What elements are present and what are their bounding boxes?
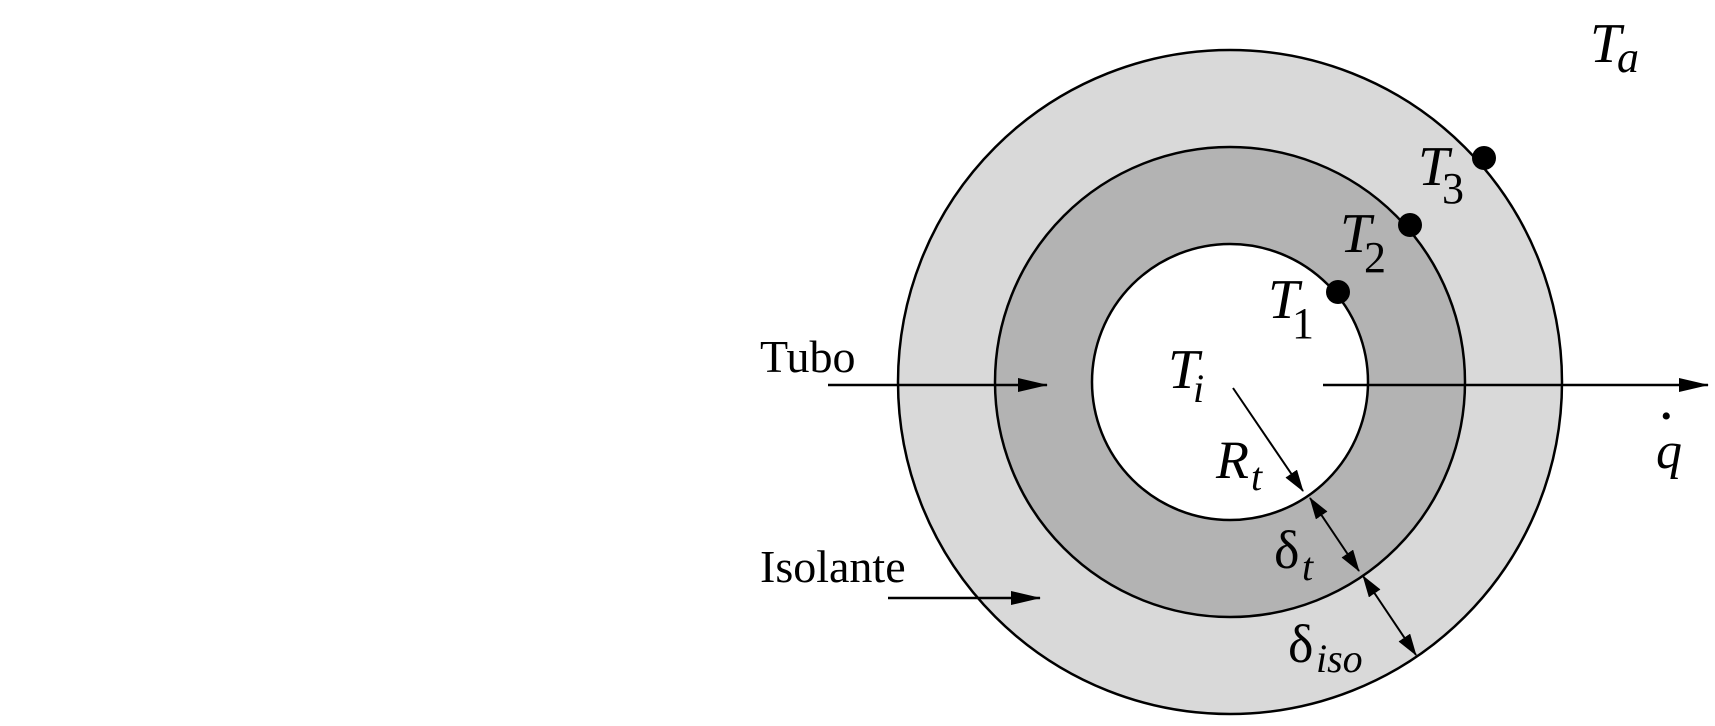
ti-label: T [1168, 339, 1203, 401]
rt-subscript: t [1251, 454, 1263, 499]
t2-subscript: 2 [1364, 233, 1386, 282]
ti-subscript: i [1193, 366, 1204, 411]
t2-point [1398, 213, 1422, 237]
rt-label: R [1215, 430, 1249, 490]
delta-t-subscript: t [1302, 544, 1314, 589]
tube-thickness-arrow [1309, 497, 1360, 572]
radius-arrow [1232, 387, 1304, 492]
t3-label: T [1418, 136, 1453, 198]
insulation-thickness-arrow [1362, 575, 1417, 656]
tubo-label: Tubo [760, 331, 855, 382]
t3-point [1472, 146, 1496, 170]
heat-flux-label: q [1656, 423, 1682, 480]
isolante-label: Isolante [760, 541, 906, 592]
ta-subscript: a [1617, 33, 1639, 82]
t1-point [1326, 280, 1350, 304]
ta-label: T [1590, 13, 1625, 75]
t3-subscript: 3 [1442, 164, 1464, 213]
delta-iso-label: δ [1288, 614, 1313, 674]
t2-label: T [1340, 203, 1375, 265]
t1-label: T [1268, 269, 1303, 331]
t1-subscript: 1 [1292, 299, 1314, 348]
delta-t-label: δ [1274, 520, 1299, 580]
tube-bore [1090, 242, 1370, 522]
heat-flux-dot: • [1661, 400, 1672, 433]
delta-iso-subscript: iso [1316, 636, 1363, 681]
